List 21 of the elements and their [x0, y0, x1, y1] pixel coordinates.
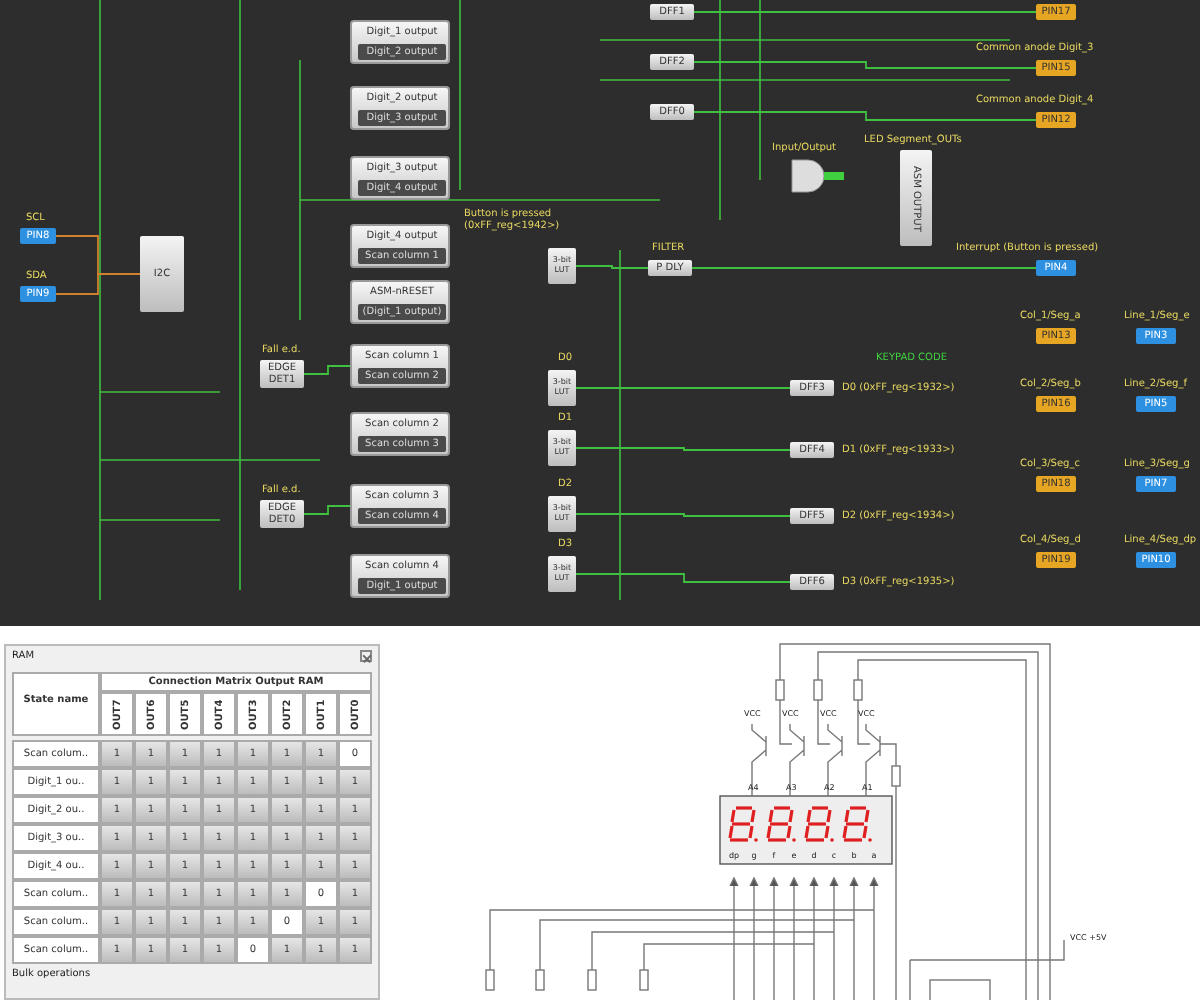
wire [303, 505, 351, 515]
function-block [350, 156, 450, 200]
wire [575, 265, 649, 269]
wire [575, 447, 791, 451]
function-block [350, 484, 450, 528]
function-block [350, 344, 450, 388]
wire [693, 111, 1037, 121]
wire [575, 387, 791, 389]
function-block [350, 412, 450, 456]
wire [303, 365, 351, 375]
function-block [350, 554, 450, 598]
function-block [350, 20, 450, 64]
wire [693, 11, 1037, 13]
wire [691, 267, 1037, 269]
function-block [350, 86, 450, 130]
wire [575, 513, 791, 517]
function-block [350, 224, 450, 268]
function-block [350, 280, 450, 324]
wire [575, 573, 791, 583]
wire [55, 273, 141, 295]
wire [693, 61, 1037, 69]
